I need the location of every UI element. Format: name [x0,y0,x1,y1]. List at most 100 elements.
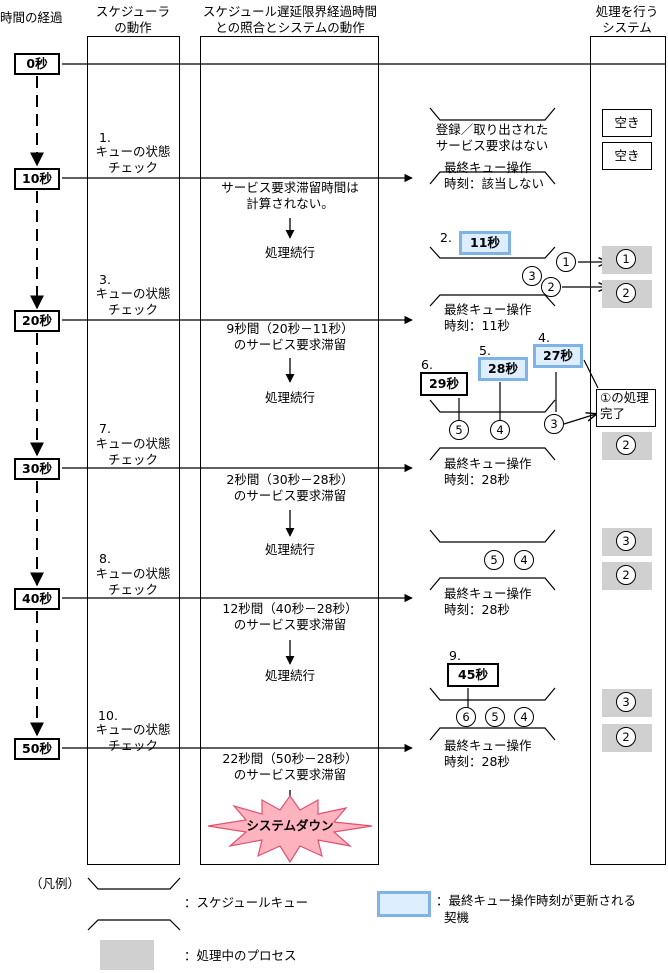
check-text: 9秒間（20秒－11秒） [226,321,354,336]
queue-bottom [429,171,556,185]
header-check-2: との照合とシステムの動作 [215,20,365,35]
queue-time-box: 29秒 [420,372,468,396]
step-number: 8. [99,551,111,566]
process-circle-2: 2 [616,283,636,303]
header-scheduler-2: の動作 [114,20,152,35]
time-box: 0秒 [14,53,60,75]
last-op-label: 最終キュー操作 [444,586,532,601]
continue-label: 処理続行 [264,668,316,683]
legend-queue-label: ：スケジュールキュー [184,895,309,910]
idle-slot: 空き [602,109,652,137]
queue-top [429,246,556,259]
last-op-time: 時刻：11秒 [444,318,510,333]
header-system-1: 処理を行う [595,4,659,19]
process-circle-1: 1 [616,249,636,269]
legend-trigger-label-1: ：最終キュー操作時刻が更新される [436,893,637,908]
system-down-label: システムダウン [246,818,334,833]
step-number: 10. [98,708,118,723]
time-box: 40秒 [14,588,60,610]
time-box: 20秒 [14,310,60,332]
circle-out-arrow [563,414,596,425]
process-slot: 2 [602,280,652,308]
trigger-time-box: 11秒 [459,231,511,255]
process-done-box: ①の処理 完了 [596,389,656,427]
request-circle-5: 5 [449,420,469,440]
done-label-2: 完了 [600,406,626,421]
time-box: 10秒 [14,168,60,190]
process-circle-2: 2 [616,727,636,747]
check-text: 22秒間（50秒－28秒） [222,751,358,766]
step-label: チェック [107,582,159,597]
last-op-label: 最終キュー操作 [444,738,532,753]
queue-top [429,529,556,543]
legend-trigger-label-2: 契機 [444,910,470,925]
last-op-time: 時刻：該当しない [444,176,545,191]
queue-bottom [429,727,556,741]
queue-top [429,399,556,413]
process-slot: 1 [602,246,652,274]
trigger-time-box: 27秒 [533,344,583,368]
request-circle-2: 2 [541,277,561,297]
step-label: チェック [107,302,159,317]
step-marker: 6. [421,357,433,372]
step-marker: 2. [440,230,452,245]
step-marker: 9. [449,648,461,663]
process-slot: 3 [602,528,652,556]
done-connector [583,359,599,389]
step-label: キューの状態 [95,436,171,451]
request-circle-4: 4 [514,550,534,570]
check-text: 2秒間（30秒－28秒） [226,472,354,487]
header-check-1: スケジュール遅延限界経過時間 [202,4,378,19]
request-circle-1: 1 [556,252,576,272]
check-text: 計算されない。 [246,196,334,211]
header-system-2: システム [602,20,652,35]
continue-label: 処理続行 [264,390,316,405]
queue-time-box: 45秒 [447,663,499,687]
queue-bottom [429,294,556,307]
step-label: チェック [107,160,159,175]
step-label: キューの状態 [95,566,171,581]
system-column [590,36,666,865]
step-number: 1. [99,130,111,145]
last-op-label: 最終キュー操作 [444,302,532,317]
check-text: 12秒間（40秒－28秒） [222,601,358,616]
legend-process-swatch [100,940,154,970]
process-slot: 2 [602,432,652,460]
request-circle-3: 3 [544,414,564,434]
header-scheduler-1: スケジューラ [95,4,171,19]
idle-slot: 空き [602,142,652,170]
step-label: キューの状態 [95,144,171,159]
time-box: 50秒 [14,738,60,760]
process-circle-3: 3 [616,692,636,712]
legend-process-label: ：処理中のプロセス [184,948,297,963]
request-circle-4: 4 [490,420,510,440]
process-circle-2: 2 [616,565,636,585]
check-text: のサービス要求滞留 [233,337,347,352]
request-circle-4: 4 [514,707,534,727]
queue-note: 登録／取り出された [435,122,549,137]
step-label: チェック [107,452,159,467]
step-label: チェック [107,738,159,753]
trigger-time-box: 28秒 [478,357,528,381]
request-circle-5: 5 [484,550,504,570]
request-circle-3: 3 [522,266,542,286]
step-marker: 4. [538,330,550,345]
scheduler-column [87,36,180,865]
step-label: キューの状態 [95,722,171,737]
continue-label: 処理続行 [264,542,316,557]
request-circle-6: 6 [456,707,476,727]
queue-note: サービス要求はない [435,138,549,153]
step-number: 3. [99,272,111,287]
check-text: のサービス要求滞留 [233,767,347,782]
continue-label: 処理続行 [264,245,316,260]
last-op-time: 時刻：28秒 [444,602,510,617]
check-text: のサービス要求滞留 [233,617,347,632]
process-slot: 2 [602,562,652,590]
last-op-label: 最終キュー操作 [444,160,532,175]
request-circle-5: 5 [485,707,505,727]
process-slot: 2 [602,724,652,752]
time-box: 30秒 [14,458,60,480]
legend-title: （凡例） [30,876,81,891]
queue-bottom [429,447,556,461]
step-label: キューの状態 [95,286,171,301]
